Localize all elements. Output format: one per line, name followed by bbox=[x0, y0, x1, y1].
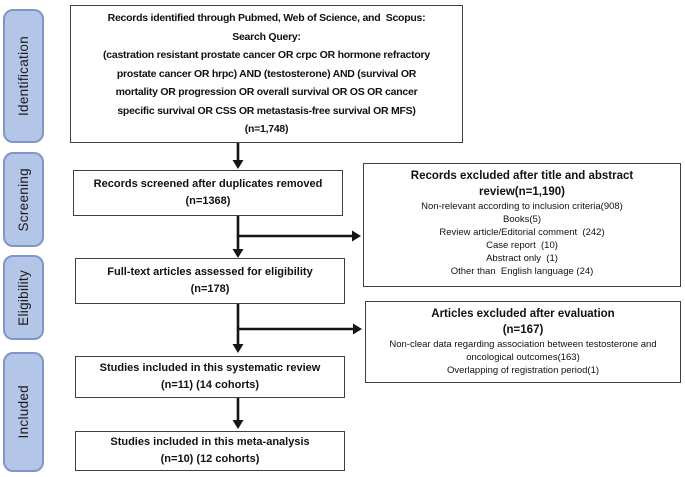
meta-analysis-count: (n=10) (12 cohorts) bbox=[160, 453, 260, 465]
excluded-evaluation-heading: Articles excluded after evaluation bbox=[431, 308, 615, 320]
box-fulltext-assessed: Full-text articles assessed for eligibil… bbox=[75, 258, 345, 304]
arrow-identified-to-screened bbox=[232, 143, 244, 169]
box-systematic-review: Studies included in this systematic revi… bbox=[75, 356, 345, 398]
stage-identification: Identification bbox=[3, 9, 44, 143]
arrow-systematic-to-meta bbox=[232, 398, 244, 429]
stage-screening: Screening bbox=[3, 152, 44, 247]
records-identified-count: (n=1,748) bbox=[244, 123, 289, 136]
excluded-reason: Review article/Editorial comment (242) bbox=[439, 227, 605, 238]
excluded-title-abstract-count: review(n=1,190) bbox=[479, 186, 565, 198]
stage-eligibility: Eligibility bbox=[3, 255, 44, 340]
systematic-review-count: (n=11) (14 cohorts) bbox=[160, 379, 260, 391]
records-screened-count: (n=1368) bbox=[185, 195, 231, 207]
fulltext-assessed-count: (n=178) bbox=[190, 283, 230, 295]
excluded-reason: Case report (10) bbox=[486, 240, 558, 251]
arrow-branch-to-excluded-title-abstract bbox=[237, 230, 361, 242]
excluded-title-abstract-heading: Records excluded after title and abstrac… bbox=[410, 170, 634, 182]
excluded-reason: Non-relevant according to inclusion crit… bbox=[421, 201, 623, 212]
excluded-reason: Abstract only (1) bbox=[486, 253, 558, 264]
records-identified-line: Records identified through Pubmed, Web o… bbox=[107, 11, 426, 24]
box-excluded-evaluation: Articles excluded after evaluation (n=16… bbox=[365, 301, 681, 383]
fulltext-assessed-line: Full-text articles assessed for eligibil… bbox=[107, 266, 313, 278]
records-identified-line: Search Query: bbox=[232, 30, 301, 43]
box-meta-analysis: Studies included in this meta-analysis (… bbox=[75, 431, 345, 471]
box-records-identified: Records identified through Pubmed, Web o… bbox=[70, 5, 463, 143]
systematic-review-line: Studies included in this systematic revi… bbox=[99, 362, 321, 374]
excluded-reason: Non-clear data regarding association bet… bbox=[389, 339, 660, 363]
stage-screening-label: Screening bbox=[16, 167, 31, 232]
records-identified-line: specific survival OR CSS OR metastasis-f… bbox=[117, 104, 416, 117]
meta-analysis-line: Studies included in this meta-analysis bbox=[110, 436, 310, 448]
arrow-branch-to-excluded-evaluation bbox=[237, 323, 362, 335]
records-identified-line: prostate cancer OR hrpc) AND (testostero… bbox=[116, 67, 417, 80]
excluded-reason: Overlapping of registration period(1) bbox=[446, 365, 600, 376]
stage-eligibility-label: Eligibility bbox=[16, 269, 31, 326]
excluded-reason: Books(5) bbox=[502, 214, 541, 225]
records-identified-line: (castration resistant prostate cancer OR… bbox=[103, 49, 430, 62]
arrow-screened-to-fulltext bbox=[232, 216, 244, 258]
excluded-evaluation-count: (n=167) bbox=[502, 324, 544, 336]
stage-included: Included bbox=[3, 352, 44, 472]
box-records-screened: Records screened after duplicates remove… bbox=[73, 170, 343, 216]
records-identified-line: mortality OR progression OR overall surv… bbox=[115, 86, 418, 99]
arrow-fulltext-to-systematic bbox=[232, 304, 244, 353]
box-excluded-title-abstract: Records excluded after title and abstrac… bbox=[363, 163, 681, 287]
records-screened-line: Records screened after duplicates remove… bbox=[93, 178, 323, 190]
stage-included-label: Included bbox=[16, 385, 31, 439]
excluded-reason: Other than English language (24) bbox=[450, 266, 594, 277]
stage-identification-label: Identification bbox=[16, 36, 31, 116]
